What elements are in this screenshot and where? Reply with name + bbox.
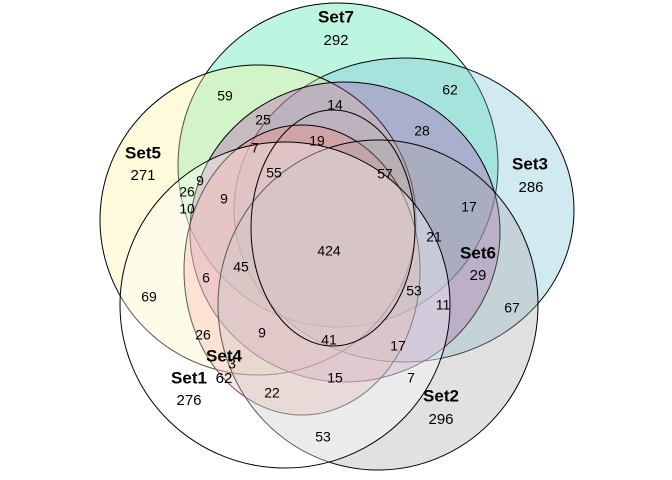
region-count: 41 <box>321 332 337 348</box>
set3-ellipse <box>233 57 575 363</box>
region-count: 10 <box>179 201 195 217</box>
region-count: 15 <box>327 370 343 386</box>
region-count: 9 <box>220 191 228 207</box>
region-count: 59 <box>217 88 233 104</box>
set4-count: 62 <box>216 370 233 387</box>
region-count: 22 <box>264 385 280 401</box>
set2-count: 296 <box>428 411 453 428</box>
region-count: 9 <box>196 173 204 189</box>
region-count: 9 <box>258 325 266 341</box>
region-count: 57 <box>377 166 393 182</box>
set5-name: Set5 <box>125 143 161 162</box>
set1-ellipse <box>119 141 451 469</box>
set3-count: 286 <box>518 179 543 196</box>
region-count: 19 <box>309 133 325 149</box>
set6-count: 29 <box>470 267 487 284</box>
set7-count: 292 <box>323 32 348 49</box>
set4-ellipse <box>183 124 421 416</box>
set1-name: Set1 <box>171 368 207 387</box>
set5-count: 271 <box>130 167 155 184</box>
region-count: 45 <box>233 259 249 275</box>
region-count: 67 <box>504 300 520 316</box>
set1-count: 276 <box>176 392 201 409</box>
set6-name: Set6 <box>460 243 496 262</box>
set2-ellipse <box>217 139 539 471</box>
region-count: 28 <box>414 123 430 139</box>
region-count: 3 <box>228 356 236 372</box>
set7-name: Set7 <box>318 7 354 26</box>
region-count: 424 <box>317 243 341 259</box>
region-count: 53 <box>406 283 422 299</box>
set-shapes <box>99 2 575 471</box>
region-count: 26 <box>195 327 211 343</box>
region-count: 17 <box>390 338 406 354</box>
region-count: 14 <box>327 97 343 113</box>
region-counts: 59 62 14 25 28 7 19 55 57 26 9 10 9 17 4… <box>141 82 520 445</box>
region-count: 55 <box>266 165 282 181</box>
region-count: 53 <box>315 429 331 445</box>
region-count: 6 <box>202 270 210 286</box>
set2-name: Set2 <box>423 386 459 405</box>
region-count: 17 <box>461 199 477 215</box>
inner-ring <box>250 109 416 347</box>
set4-name: Set4 <box>206 346 242 365</box>
set-labels: Set7 292 Set3 286 Set5 271 Set6 29 Set4 … <box>125 7 548 427</box>
region-count: 62 <box>442 82 458 98</box>
region-count: 25 <box>255 112 271 128</box>
region-count: 7 <box>407 370 415 386</box>
set3-name: Set3 <box>512 154 548 173</box>
region-count: 26 <box>179 184 195 200</box>
set5-ellipse <box>99 64 417 376</box>
region-count: 11 <box>436 297 451 313</box>
region-count: 7 <box>251 140 259 156</box>
region-count: 69 <box>141 289 157 305</box>
region-count: 21 <box>426 229 442 245</box>
